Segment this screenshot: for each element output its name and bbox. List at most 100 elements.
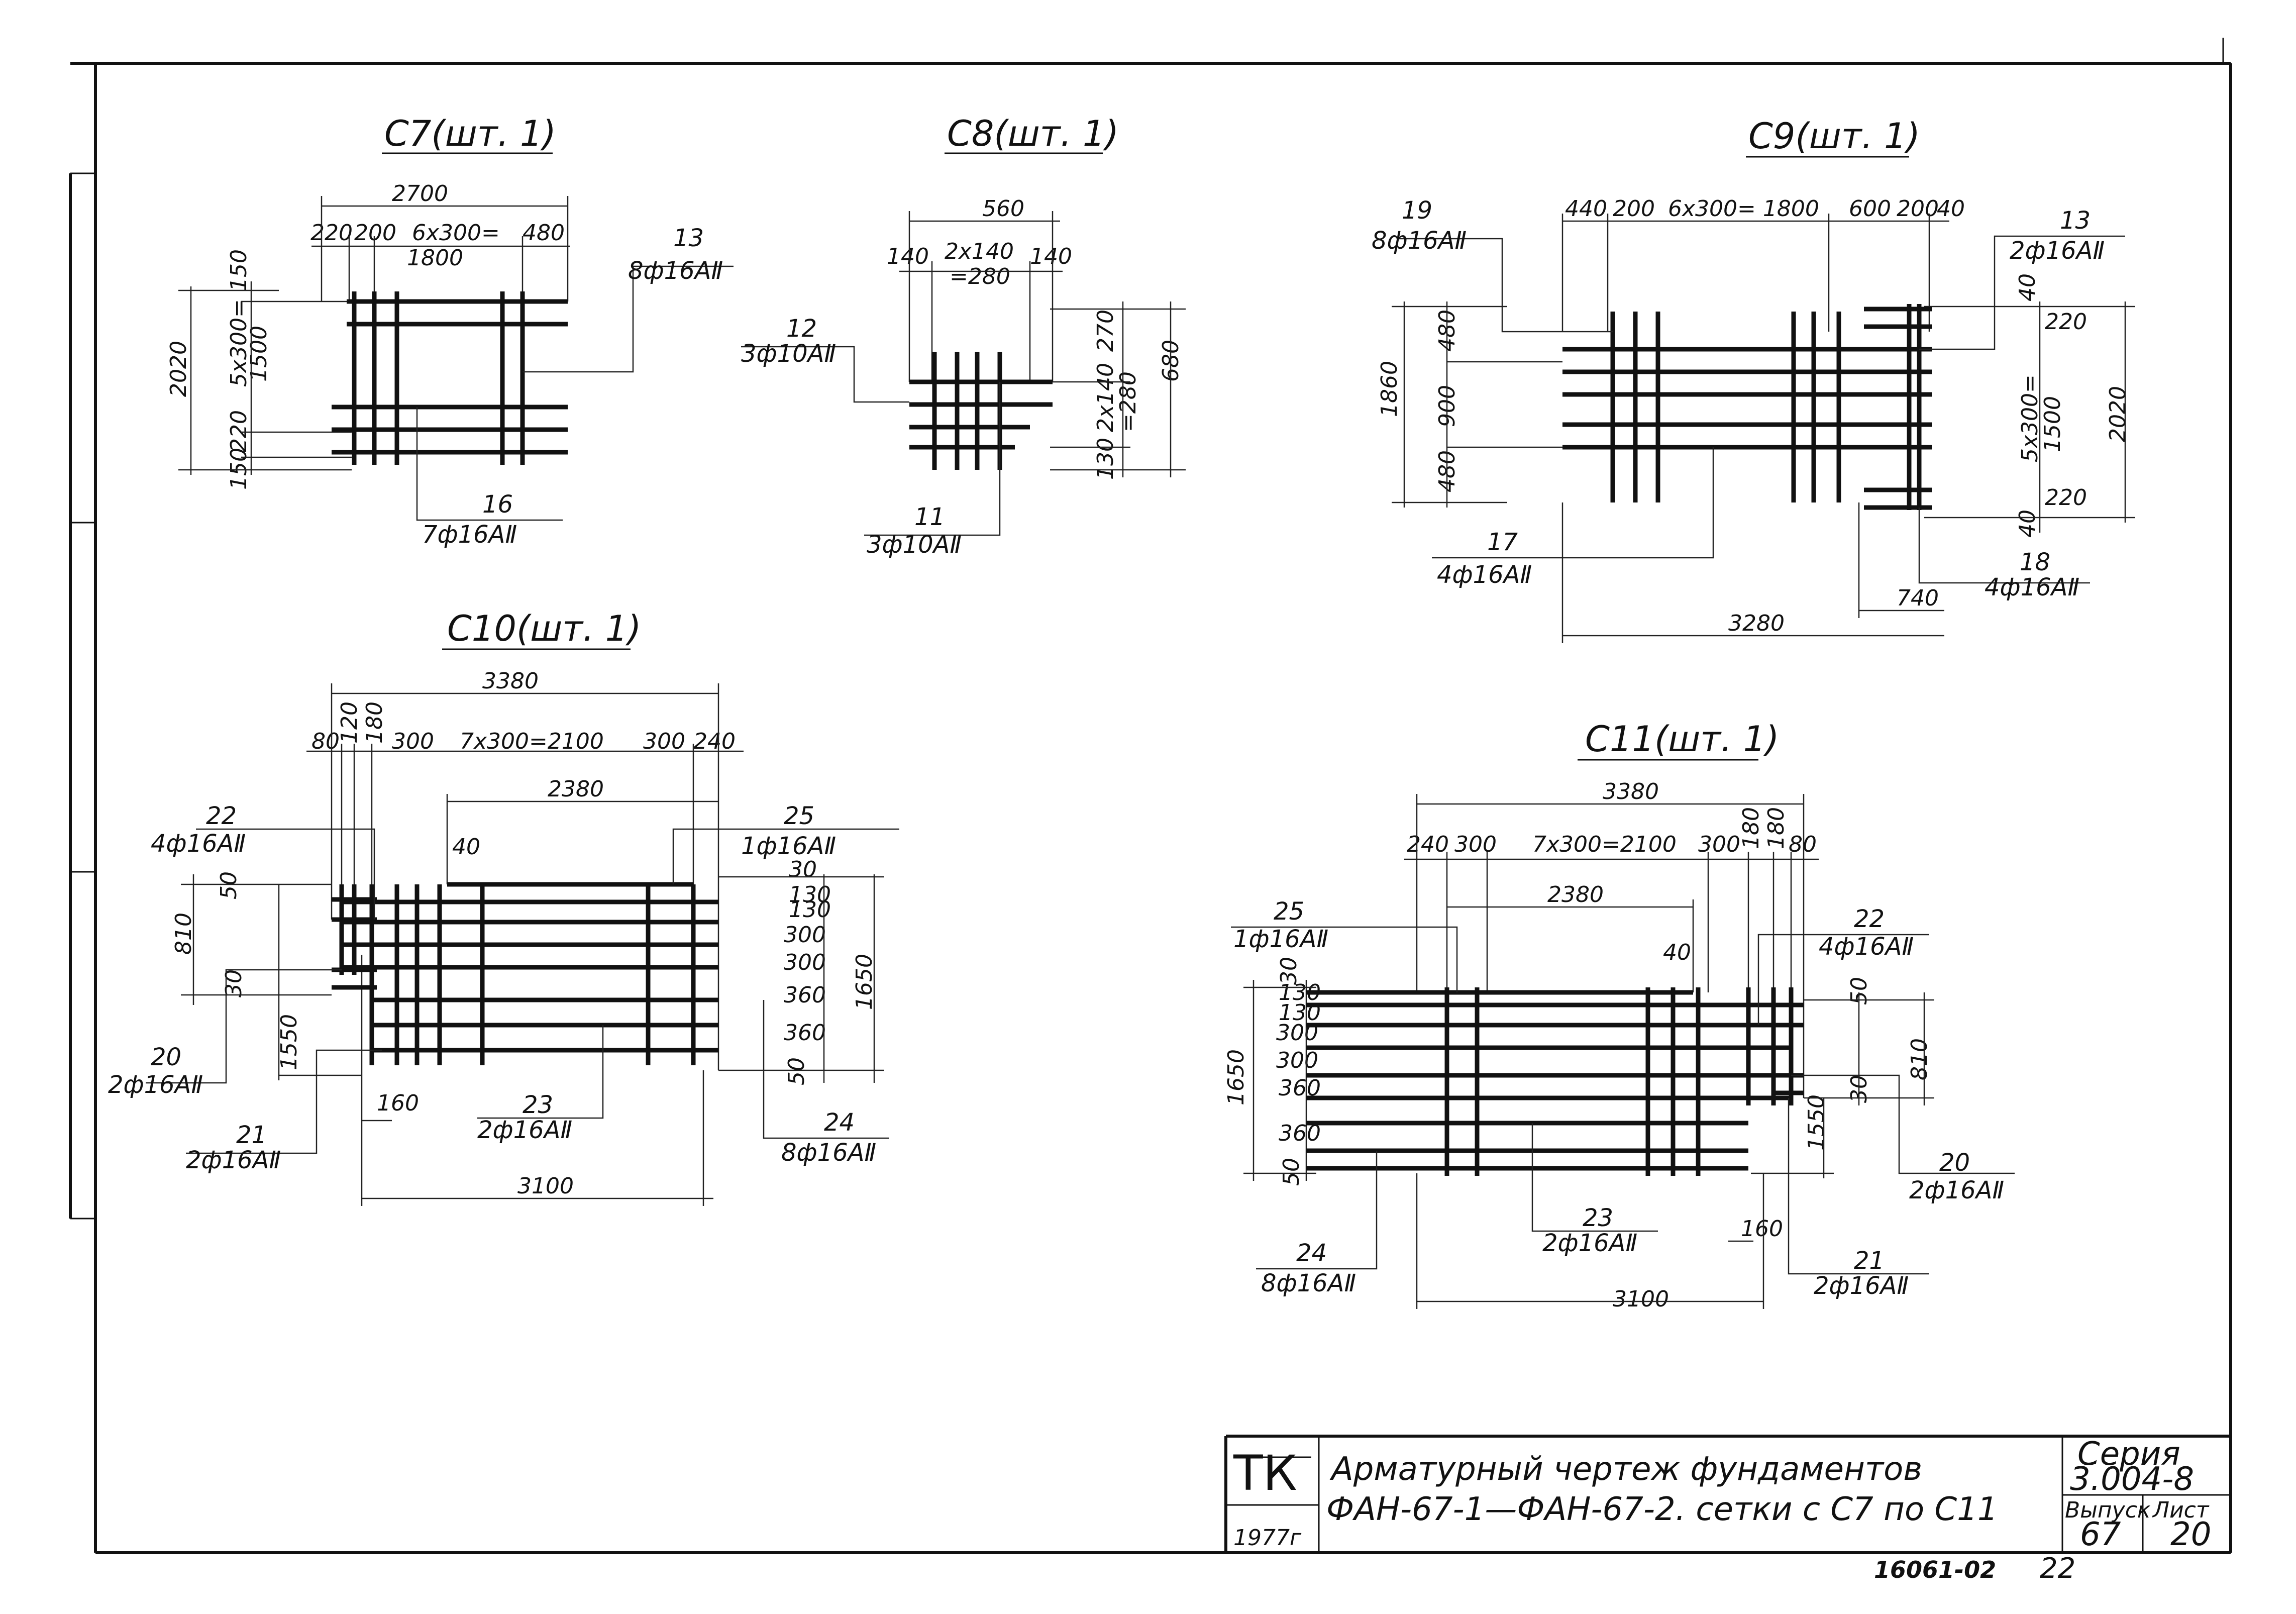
stamp-title-line2: ФАН-67-1—ФАН-67-2. сетки с С7 по С11 [1326, 1491, 1998, 1528]
dim-label: 1650 [852, 954, 877, 1010]
callout-number: 24 [1296, 1239, 1327, 1267]
dim-label: =280 [950, 264, 1010, 289]
callout-number: 16 [482, 490, 513, 519]
callout-spec: 8ф16АⅡ [1372, 227, 1467, 255]
dim-label: 2х140 [945, 239, 1014, 264]
dim-label: 80 [1789, 832, 1817, 857]
callout-spec: 1ф16АⅡ [741, 832, 836, 860]
dim-label: 6х300= 1800 [1668, 196, 1819, 222]
callout-spec: 8ф16АⅡ [1261, 1269, 1356, 1297]
dim-label: 5х300= [226, 299, 252, 387]
mesh-c8-title: C8(шт. 1) [947, 113, 1119, 154]
dim-label: 120 [337, 701, 362, 744]
dim-label: 40 [452, 834, 480, 860]
mesh-c9-rebars [1562, 304, 1932, 510]
dim-label: 160 [1741, 1216, 1783, 1242]
title-block: ТК 1977г Арматурный чертеж фундаментов Ф… [1224, 1435, 2231, 1553]
dim-label: 50 [784, 1057, 809, 1085]
dim-label: 40 [1937, 196, 1965, 222]
dim-label: 7х300=2100 [460, 729, 604, 754]
callout-spec: 7ф16АⅡ [422, 521, 517, 549]
dim-label: 140 [1030, 244, 1072, 269]
dim-label: 300 [643, 729, 685, 754]
callout-spec: 4ф16АⅡ [1985, 573, 2079, 601]
callout-spec: 8ф16АⅡ [628, 257, 723, 285]
dim-label: 1500 [246, 326, 272, 382]
dim-label: 1500 [2040, 396, 2065, 452]
mesh-c7: C7(шт. 1) 2700 220 200 6х300= 1800 480 1… [166, 113, 734, 549]
callout-number: 21 [1854, 1247, 1885, 1275]
mesh-c9-title: C9(шт. 1) [1748, 116, 1920, 157]
callout-spec: 2ф16АⅡ [108, 1071, 203, 1099]
dim-label: 560 [982, 196, 1024, 222]
dim-label: 360 [784, 1020, 826, 1046]
callout-spec: 2ф16АⅡ [1542, 1229, 1637, 1257]
mesh-c10-title: C10(шт. 1) [447, 608, 641, 649]
dim-label: 3100 [1613, 1286, 1669, 1312]
callout-spec: 4ф16АⅡ [151, 830, 246, 858]
dim-label: 240 [1407, 832, 1449, 857]
dim-label: 3100 [517, 1173, 574, 1199]
dim-label: 300 [784, 950, 826, 975]
dim-label: 2020 [2105, 386, 2131, 442]
callout-number: 23 [523, 1091, 553, 1119]
dim-label: 740 [1897, 585, 1939, 611]
mesh-c8-rebars [909, 352, 1053, 470]
sheet-frame [69, 38, 2232, 1554]
dim-label: 220 [2045, 309, 2087, 335]
callout-spec: 2ф16АⅡ [2010, 237, 2105, 265]
dim-label: 200 [1613, 196, 1655, 222]
callout-spec: 1ф16АⅡ [1233, 925, 1328, 953]
dim-label: 3280 [1728, 611, 1785, 636]
stamp-issue-value: 67 [2080, 1516, 2121, 1553]
callout-number: 22 [206, 802, 237, 830]
dim-label: 810 [171, 913, 196, 955]
mesh-c8: C8(шт. 1) 560 140 2х140 =280 140 270 2х1… [741, 113, 1186, 559]
callout-number: 22 [1854, 905, 1885, 933]
mesh-c7-dims: 2700 220 200 6х300= 1800 480 150 2020 5х… [166, 181, 565, 490]
dim-label: 300 [1276, 1048, 1318, 1073]
doc-code: 16061-02 [1874, 1556, 1996, 1583]
callout-spec: 2ф16АⅡ [1909, 1176, 2004, 1204]
callout-number: 12 [786, 315, 817, 343]
stamp-org: ТК [1233, 1445, 1297, 1501]
dim-label: 600 [1849, 196, 1891, 222]
mesh-c9-dims: 440 200 6х300= 1800 600 200 40 1860 480 … [1377, 196, 2131, 636]
mesh-c8-dims: 560 140 2х140 =280 140 270 2х140 =280 13… [887, 196, 1184, 480]
dim-label: 1860 [1377, 361, 1402, 417]
dim-label: 50 [216, 871, 242, 899]
dim-label: 2380 [548, 776, 604, 802]
dim-label: 220 [226, 410, 252, 452]
callout-spec: 2ф16АⅡ [477, 1116, 572, 1144]
mesh-c9: C9(шт. 1) 440 200 6х300= 1800 600 200 40… [1372, 116, 2135, 643]
dim-label: 30 [1276, 957, 1302, 985]
stamp-series-value: 3.004-8 [2070, 1461, 2194, 1498]
dim-label: 220 [2045, 485, 2087, 511]
stamp-sheet-label: Лист [2152, 1497, 2210, 1523]
stamp-issue-label: Выпуск [2065, 1497, 2151, 1523]
page-number: 22 [2040, 1552, 2075, 1585]
dim-label: 2х140 [1093, 363, 1118, 432]
callout-spec: 3ф10АⅡ [741, 340, 836, 368]
dim-label: 180 [1763, 807, 1789, 849]
dim-label: 300 [392, 729, 434, 754]
dim-label: 3380 [482, 668, 539, 694]
dim-label: 2700 [392, 181, 448, 207]
dim-label: 180 [1738, 807, 1764, 849]
dim-label: 220 [310, 220, 353, 246]
mesh-c10-rebars [332, 882, 718, 1065]
mesh-c11-rebars [1306, 987, 1804, 1176]
dim-label: 300 [784, 922, 826, 948]
callout-number: 20 [1939, 1149, 1970, 1177]
callout-number: 13 [673, 224, 704, 252]
dim-label: 150 [226, 249, 252, 291]
callout-number: 13 [2060, 207, 2091, 235]
callout-spec: 8ф16АⅡ [781, 1139, 876, 1167]
callout-spec: 3ф10АⅡ [867, 531, 962, 559]
dim-label: 50 [1279, 1158, 1304, 1186]
dim-label: 2020 [166, 341, 191, 397]
dim-label: 440 [1565, 196, 1607, 222]
stamp-year: 1977г [1233, 1525, 1302, 1551]
mesh-c11: C11(шт. 1) 3380 240 300 7х300=2100 300 1… [1223, 719, 2015, 1312]
